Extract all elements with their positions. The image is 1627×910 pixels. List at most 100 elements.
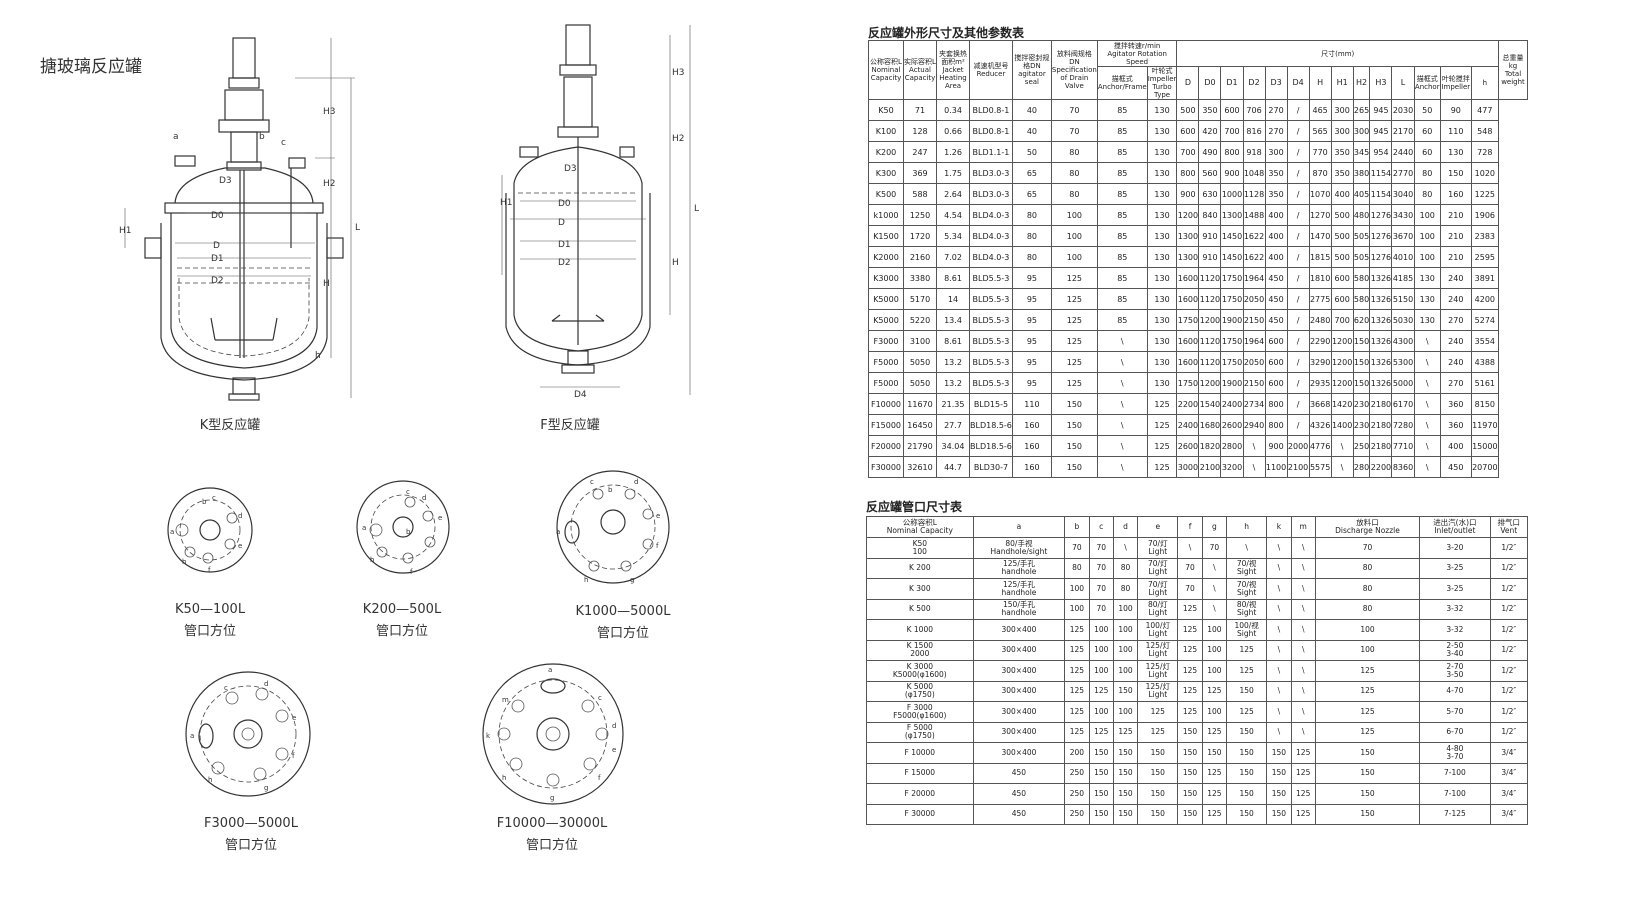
parameters-cell: 240 <box>1439 288 1472 310</box>
nozzle-cell: 125 <box>1201 762 1228 784</box>
nozzle-cell: 70 <box>1064 537 1090 559</box>
parameters-cell: 360 <box>1439 393 1472 415</box>
nozzle-cell: 80 <box>1112 578 1139 600</box>
nozzle-cell: \ <box>1266 680 1292 702</box>
t1-head-d2: D2 <box>1242 66 1266 100</box>
nozzle-cell: 1/2″ <box>1489 680 1529 702</box>
parameters-cell: 95 <box>1011 267 1052 289</box>
parameters-cell: 85 <box>1096 141 1148 163</box>
parameters-cell: 1200 <box>1330 351 1354 373</box>
nozzle-cell: 125 <box>1177 598 1203 620</box>
nozzle-cell: 100 <box>1112 701 1139 723</box>
parameters-cell: 1540 <box>1198 393 1222 415</box>
parameters-cell: 270 <box>1264 99 1288 121</box>
label-h2: H2 <box>323 179 336 189</box>
parameters-cell: 2180 <box>1369 393 1393 415</box>
nozzle-cell: \ <box>1112 537 1139 559</box>
parameters-cell: \ <box>1413 330 1441 352</box>
nozzle-cell: 150 <box>1112 742 1139 764</box>
parameters-cell: 2200 <box>1176 393 1200 415</box>
parameters-cell: 1250 <box>903 204 937 226</box>
f10000-letter-k: k <box>486 732 491 740</box>
nozzle-cell: 1/2″ <box>1489 619 1529 641</box>
parameters-cell: 1326 <box>1369 351 1393 373</box>
parameters-cell: 130 <box>1413 288 1441 310</box>
t1-head-dims: 尺寸(mm) <box>1176 40 1499 67</box>
k1000-letter-h: h <box>584 576 588 584</box>
nozzle-cell: K 3000 K5000(φ1600) <box>866 660 974 682</box>
parameters-cell: 1964 <box>1242 267 1266 289</box>
parameters-cell: 95 <box>1011 288 1052 310</box>
parameters-cell: 7.02 <box>936 246 970 268</box>
nozzle-header-cell: b <box>1064 516 1090 538</box>
parameters-cell: \ <box>1096 456 1148 478</box>
parameters-cell: F3000 <box>868 330 904 352</box>
nozzle-cell: 7-100 <box>1419 783 1491 805</box>
f-label-d3: D3 <box>564 164 577 174</box>
parameters-cell: 210 <box>1439 204 1472 226</box>
parameters-cell: 160 <box>1011 456 1052 478</box>
t1-head-anchor: 描框式 Anchor/Frame <box>1096 66 1148 100</box>
label-a: a <box>173 132 179 142</box>
nozzle-cell: 125 <box>1201 680 1228 702</box>
k200-letter-e: e <box>438 514 442 522</box>
f3000-letter-h: h <box>208 776 212 784</box>
parameters-cell: 1680 <box>1198 414 1222 436</box>
parameters-cell: 1200 <box>1198 372 1222 394</box>
nozzle-cell: 1/2″ <box>1489 701 1529 723</box>
parameters-cell: 70 <box>1050 120 1098 142</box>
nozzle-cell: 150 <box>1137 762 1179 784</box>
parameters-cell: 1964 <box>1242 330 1266 352</box>
parameters-cell: 5575 <box>1308 456 1332 478</box>
parameters-cell: 400 <box>1439 435 1472 457</box>
parameters-cell: K5000 <box>868 288 904 310</box>
parameters-cell: 85 <box>1096 162 1148 184</box>
f10000-letter-c: c <box>598 694 602 702</box>
parameters-cell: 945 <box>1369 99 1393 121</box>
nozzle-cell: 125 <box>1314 701 1421 723</box>
nozzle-cell: K 5000 (φ1750) <box>866 680 974 702</box>
nozzle-cell: 3-32 <box>1419 619 1491 641</box>
parameters-cell: 1300 <box>1176 225 1200 247</box>
t1-head-h-group: h <box>1470 66 1500 100</box>
nozzle-cell: 150 <box>1177 721 1203 743</box>
parameters-cell: 130 <box>1146 225 1178 247</box>
parameters-cell: 5170 <box>903 288 937 310</box>
nozzle-cell: \ <box>1177 537 1203 559</box>
parameters-cell: 125 <box>1146 414 1178 436</box>
parameters-cell: 1.26 <box>936 141 970 163</box>
parameters-cell: 80 <box>1011 225 1052 247</box>
layout-k1000-caption: K1000—5000L <box>575 604 671 619</box>
parameters-cell: 4200 <box>1470 288 1500 310</box>
parameters-cell: 247 <box>903 141 937 163</box>
nozzle-cell: 100 <box>1064 598 1090 620</box>
parameters-cell: 4388 <box>1470 351 1500 373</box>
parameters-cell: 210 <box>1439 225 1472 247</box>
parameters-cell: 80 <box>1011 204 1052 226</box>
nozzle-cell: 100/视 Sight <box>1226 619 1268 641</box>
nozzle-cell: 125/手孔 handhole <box>972 578 1066 600</box>
t1-head-seal: 搅拌密封规格DN agitator seal <box>1011 40 1052 100</box>
f-label-h2: H2 <box>672 134 685 144</box>
nozzle-cell: 7-100 <box>1419 762 1491 784</box>
t1-head-d1: D1 <box>1220 66 1244 100</box>
nozzle-cell: \ <box>1290 578 1316 600</box>
t1-head-d3: D3 <box>1264 66 1288 100</box>
parameters-cell: 80 <box>1011 246 1052 268</box>
nozzle-cell: 80/手视 Handhole/sight <box>972 537 1066 559</box>
parameters-cell: 95 <box>1011 372 1052 394</box>
nozzle-cell: K 1000 <box>866 619 974 641</box>
parameters-cell: 5030 <box>1391 309 1415 331</box>
parameters-cell: 11670 <box>903 393 937 415</box>
parameters-cell: 40 <box>1011 120 1052 142</box>
parameters-cell: 2734 <box>1242 393 1266 415</box>
parameters-cell: 150 <box>1050 393 1098 415</box>
parameters-cell: 450 <box>1264 309 1288 331</box>
nozzle-cell: \ <box>1290 598 1316 620</box>
